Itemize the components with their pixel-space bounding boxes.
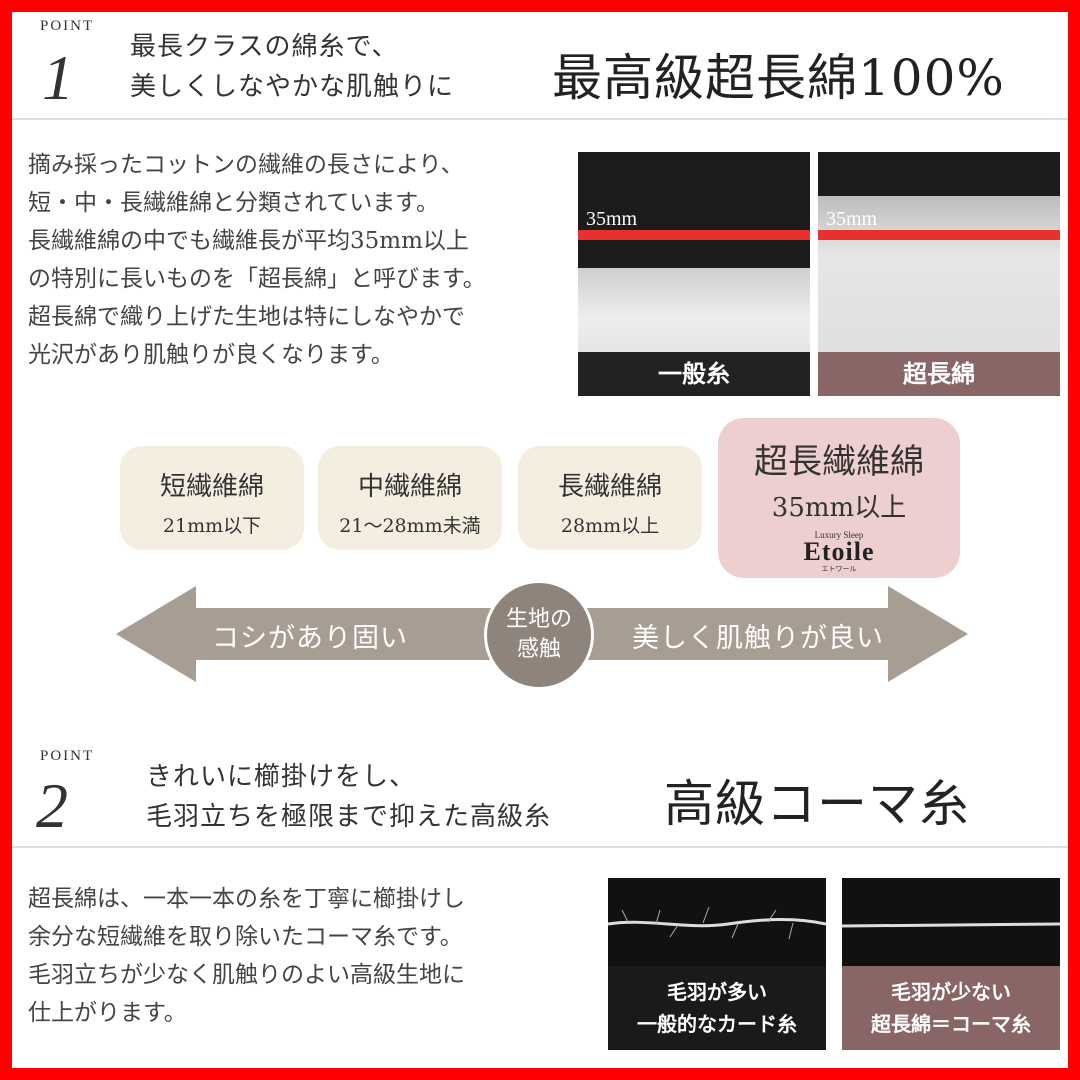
measure-bar [818, 230, 1060, 240]
yarn-photo-carded: 毛羽が多い 一般的なカード糸 [608, 878, 826, 1050]
brand-kana: エトワール [821, 565, 857, 573]
section2-line: 超長綿は、一本一本の糸を丁寧に櫛掛けし [28, 886, 465, 912]
fiber-class-range: 21mm以下 [162, 515, 262, 537]
section1-line: 超長綿で織り上げた生地は特にしなやかで [28, 304, 465, 330]
fiber-class-long: 長繊維綿 28mm以上 [518, 446, 702, 550]
section1-line: の特別に長いものを「超長綿」と呼びます。 [28, 266, 486, 292]
section1-body: 摘み採ったコットンの繊維の長さにより、 短・中・長繊維綿と分類されています。 長… [28, 146, 486, 374]
point1-subtitle-line1: 最長クラスの綿糸で、 [130, 32, 399, 62]
fiber-class-medium: 中繊維綿 21〜28mm未満 [318, 446, 502, 550]
brand-logo: Etoile [803, 537, 875, 566]
yarn-caption: 毛羽が多い 一般的なカード糸 [608, 966, 826, 1050]
fiber-class-name: 中繊維綿 [357, 472, 462, 502]
fiber-photo-general: 35mm 一般糸 [578, 152, 810, 396]
point2-headline: 高級コーマ糸 [664, 775, 970, 833]
yarn-image [842, 922, 1060, 928]
fiber-class-name: 長繊維綿 [557, 472, 662, 502]
section2-line: 仕上がります。 [28, 1000, 187, 1026]
point2-label: POINT [40, 748, 95, 764]
point2-number: 2 [36, 770, 68, 841]
fiber-class-range: 28mm以上 [560, 515, 660, 537]
brand-tagline: Luxury Sleep [814, 530, 864, 540]
fiber-class-name: 短繊維綿 [159, 472, 264, 502]
texture-badge-line1: 生地の [505, 607, 572, 632]
point2-subtitle-line1: きれいに櫛掛けをし、 [146, 762, 417, 792]
section1-line: 長繊維綿の中でも繊維長が平均35mm以上 [28, 228, 469, 254]
fiber-class-extra-long: 超長繊維綿 35mm以上 Luxury Sleep Etoile エトワール [718, 418, 960, 578]
texture-badge-line2: 感触 [516, 637, 561, 662]
point1-headline: 最高級超長綿100% [552, 49, 1005, 107]
section2-line: 毛羽立ちが少なく肌触りのよい高級生地に [28, 962, 465, 988]
divider [12, 846, 1068, 848]
photo-caption: 超長綿 [818, 352, 1060, 396]
fiber-class-short: 短繊維綿 21mm以下 [120, 446, 304, 550]
section1-line: 光沢があり肌触りが良くなります。 [28, 342, 394, 368]
point1-label: POINT [40, 18, 95, 34]
yarn-caption: 毛羽が少ない 超長綿＝コーマ糸 [842, 966, 1060, 1050]
yarn-image [608, 906, 826, 940]
section2-line: 余分な短繊維を取り除いたコーマ糸です。 [28, 924, 463, 950]
yarn-caption-line1: 毛羽が少ない [891, 980, 1011, 1004]
point1-subtitle-line2: 美しくしなやかな肌触りに [130, 72, 455, 102]
section2-body: 超長綿は、一本一本の糸を丁寧に櫛掛けし 余分な短繊維を取り除いたコーマ糸です。 … [28, 880, 465, 1032]
fiber-class-range: 21〜28mm未満 [339, 515, 481, 537]
divider [12, 118, 1068, 120]
measure-bar [578, 230, 810, 240]
measure-label: 35mm [586, 208, 638, 230]
section1-line: 短・中・長繊維綿と分類されています。 [28, 190, 440, 216]
yarn-photo-combed: 毛羽が少ない 超長綿＝コーマ糸 [842, 878, 1060, 1050]
fiber-class-name: 超長繊維綿 [754, 442, 924, 482]
photo-caption: 一般糸 [578, 352, 810, 396]
point1-number: 1 [42, 42, 74, 113]
measure-label: 35mm [826, 208, 878, 230]
yarn-caption-line2: 超長綿＝コーマ糸 [871, 1012, 1031, 1036]
yarn-caption-line1: 毛羽が多い [667, 980, 767, 1004]
fiber-class-range: 35mm以上 [771, 493, 907, 523]
fiber-photo-extra-long: 35mm 超長綿 [818, 152, 1060, 396]
scale-left-label: コシがあり固い [212, 623, 408, 654]
texture-badge: 生地の 感触 [484, 580, 594, 690]
point2-subtitle-line2: 毛羽立ちを極限まで抑えた高級糸 [146, 802, 552, 832]
section1-line: 摘み採ったコットンの繊維の長さにより、 [28, 152, 464, 178]
scale-right-label: 美しく肌触りが良い [632, 623, 884, 654]
yarn-caption-line2: 一般的なカード糸 [637, 1012, 797, 1036]
